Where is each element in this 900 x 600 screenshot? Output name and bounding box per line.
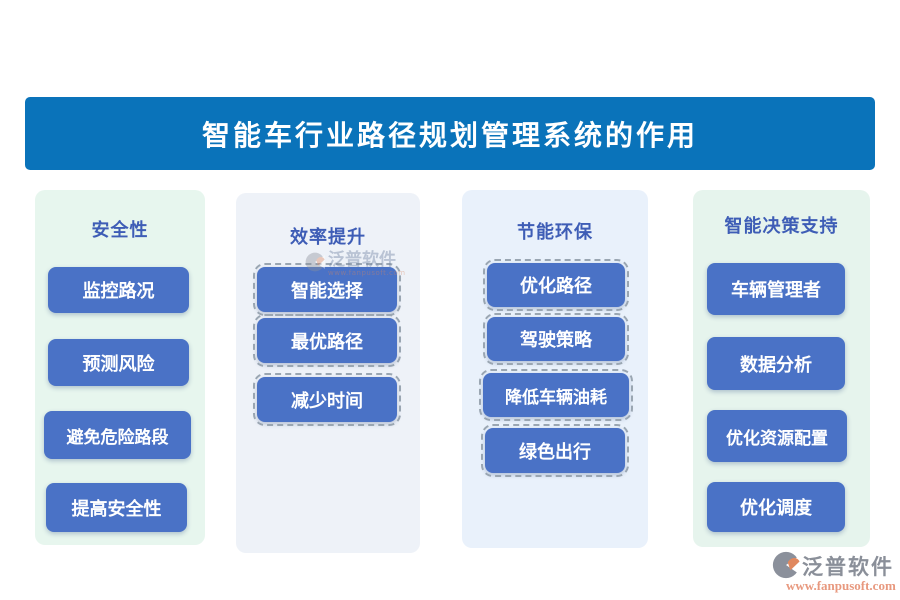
chip-optimize-dispatch[interactable]: 优化调度 [707,482,845,532]
chip-predict-risk[interactable]: 预测风险 [48,339,189,386]
chip-save-time[interactable]: 减少时间 [253,373,401,426]
chip-resource-alloc[interactable]: 优化资源配置 [707,410,847,462]
column-safety: 安全性 监控路况 预测风险 避免危险路段 提高安全性 [35,190,205,545]
title-bar: 智能车行业路径规划管理系统的作用 [25,97,875,170]
brand-name: 泛普软件 [802,555,894,579]
footer-brand: 泛普软件 www.fanpusoft.com [772,550,896,596]
chip-vehicle-manager[interactable]: 车辆管理者 [707,263,845,315]
chip-smart-select[interactable]: 智能选择 [253,263,401,316]
chip-avoid-danger[interactable]: 避免危险路段 [44,411,191,459]
column-eco-header: 节能环保 [517,222,593,243]
column-decision-header: 智能决策支持 [724,216,839,237]
fanpu-logo-icon [772,551,800,579]
column-eco: 节能环保 优化路径 驾驶策略 降低车辆油耗 绿色出行 [462,190,648,548]
chip-data-analysis[interactable]: 数据分析 [707,337,845,390]
column-decision: 智能决策支持 车辆管理者 数据分析 优化资源配置 优化调度 [693,190,870,547]
chip-optimize-route[interactable]: 优化路径 [483,259,629,311]
chip-reduce-fuel[interactable]: 降低车辆油耗 [479,369,633,421]
column-safety-header: 安全性 [91,220,149,241]
chip-optimal-route[interactable]: 最优路径 [253,314,401,367]
column-efficiency: 效率提升 智能选择 最优路径 减少时间 [236,193,420,553]
chip-improve-safety[interactable]: 提高安全性 [46,483,187,532]
chip-monitor-road[interactable]: 监控路况 [48,267,189,313]
chip-green-travel[interactable]: 绿色出行 [481,424,629,477]
page-title: 智能车行业路径规划管理系统的作用 [201,118,698,152]
brand-url[interactable]: www.fanpusoft.com [786,578,896,593]
chip-driving-strategy[interactable]: 驾驶策略 [483,313,629,365]
column-efficiency-header: 效率提升 [290,227,366,248]
